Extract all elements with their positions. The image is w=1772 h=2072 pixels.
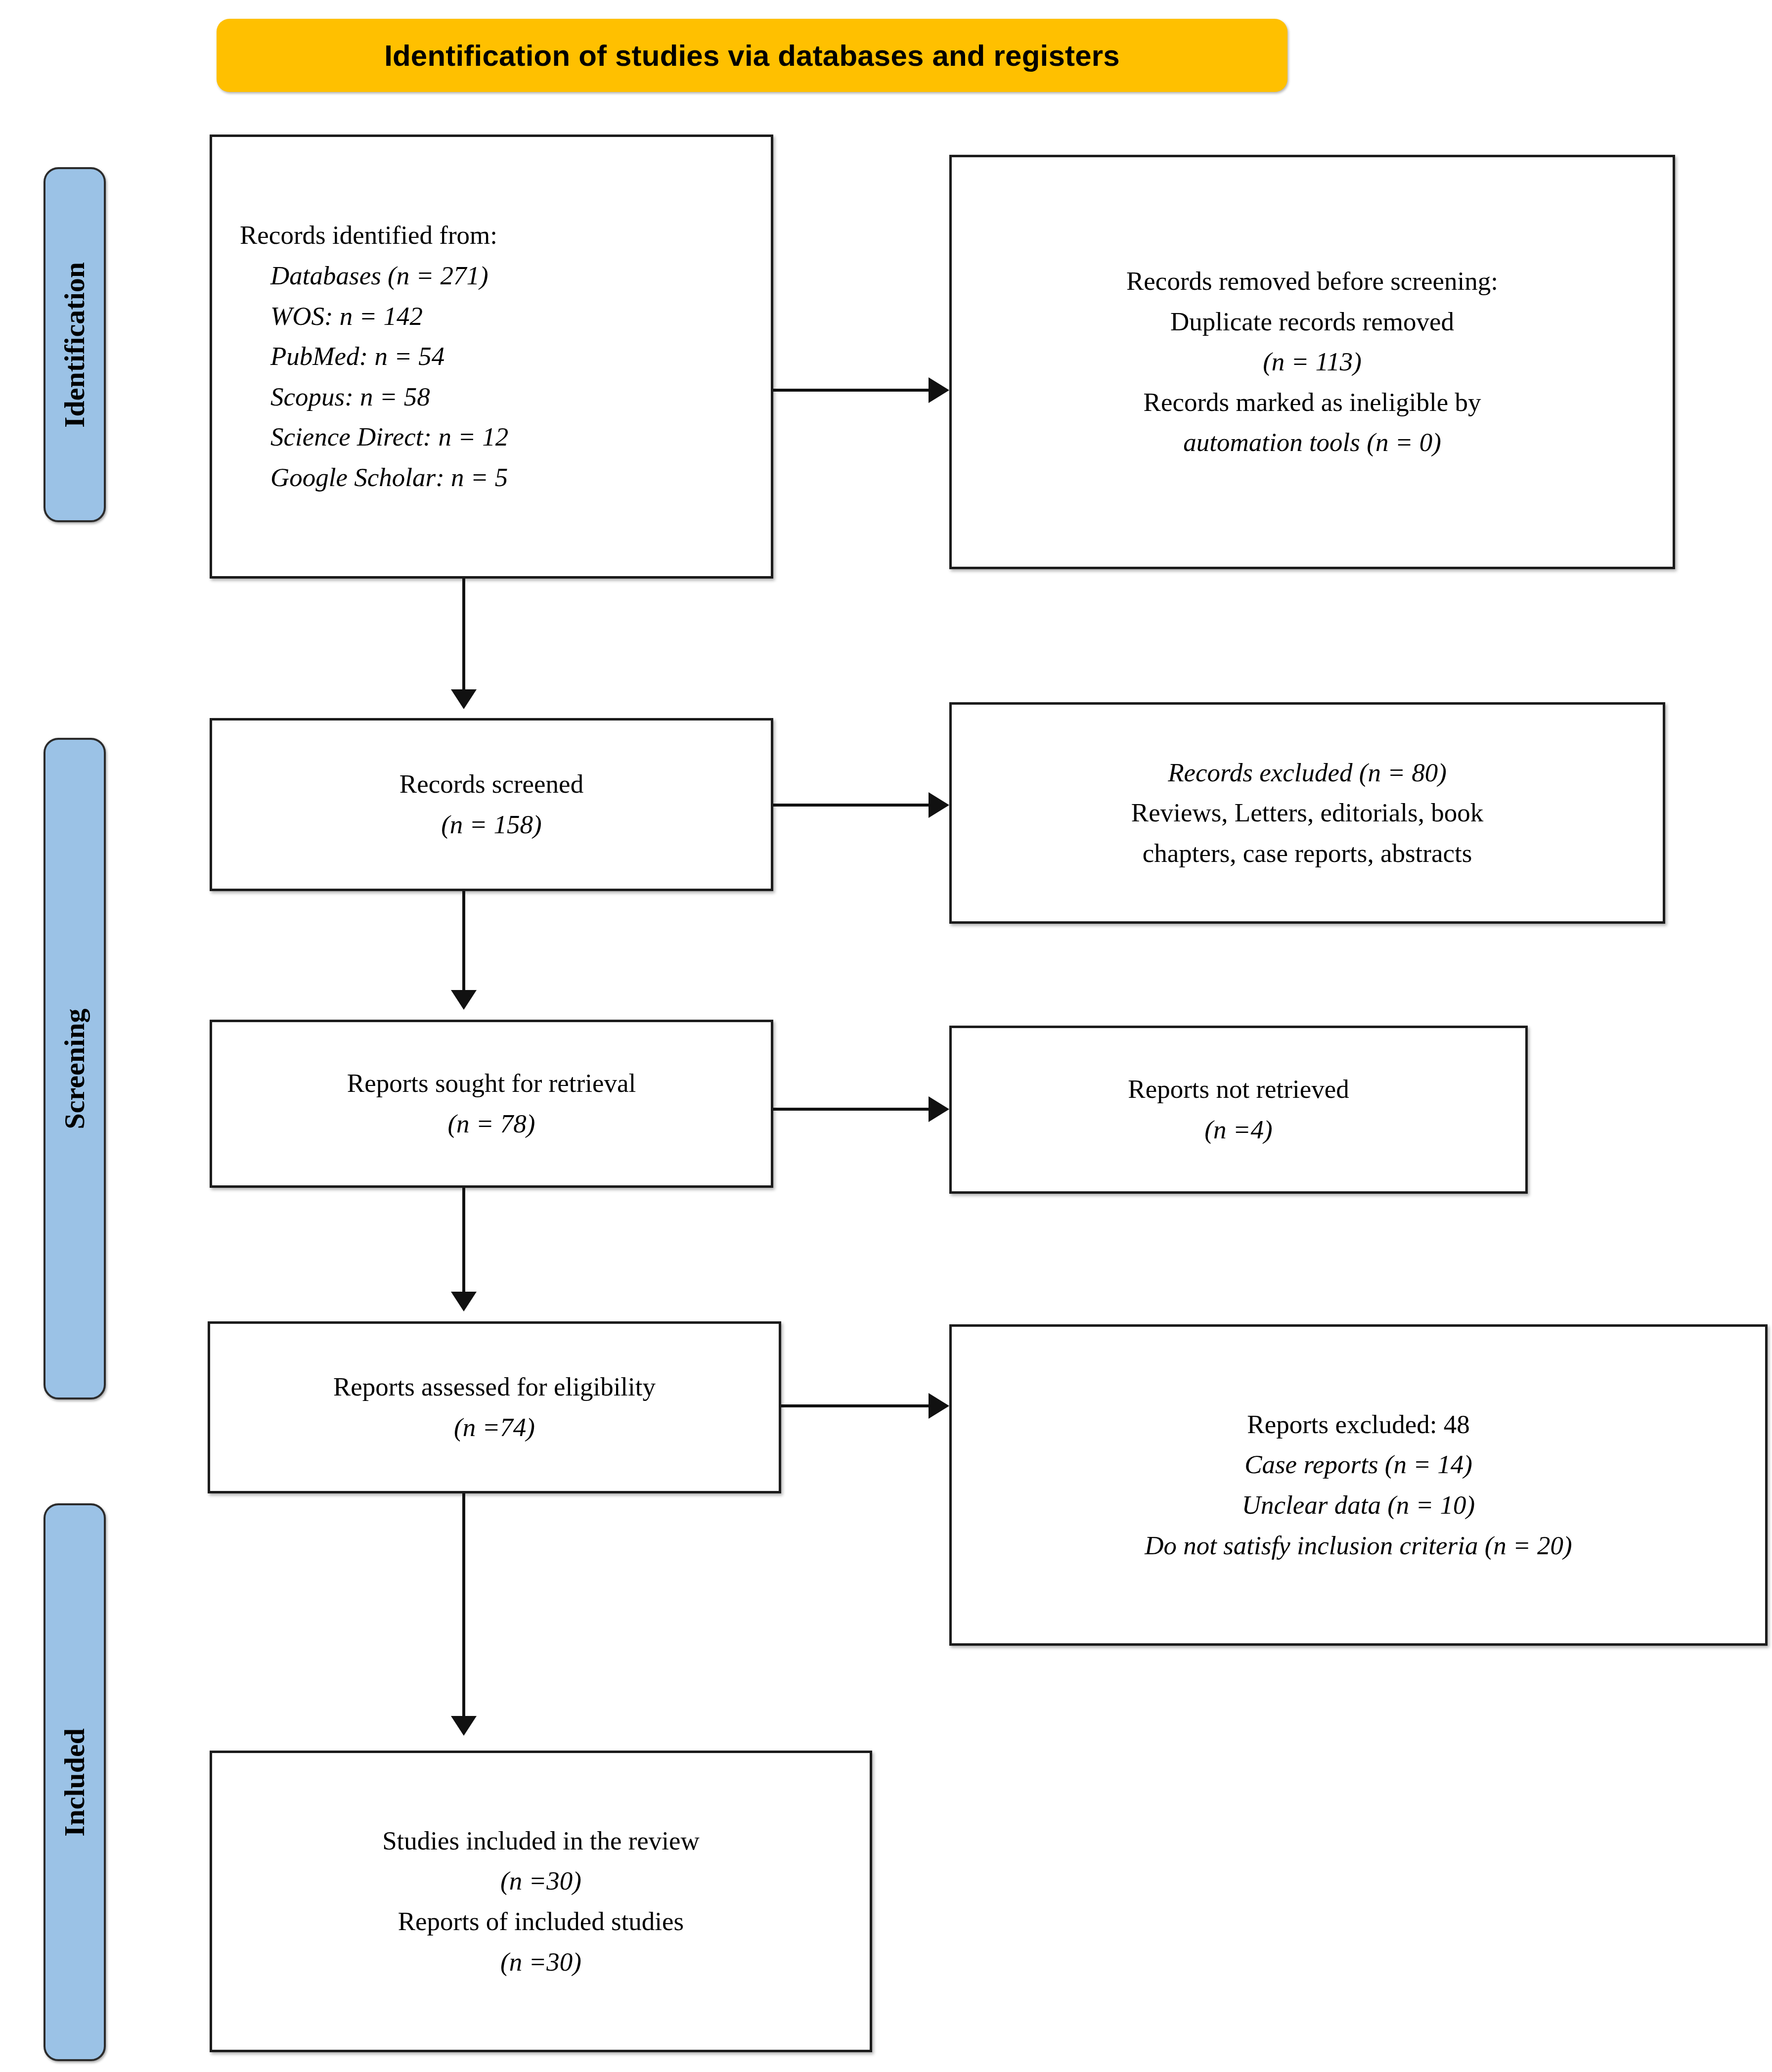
records-screened-count: (n = 158) [212,805,771,845]
connector-sought-to-eligibility [462,1188,465,1293]
records-screened-label: Records screened [212,764,771,805]
connector-screened-to-excluded [773,804,931,807]
records-removed-automation-count: automation tools (n = 0) [952,422,1673,463]
records-identified-pubmed: PubMed: n = 54 [240,336,444,377]
reports-assessed-count: (n =74) [210,1407,779,1448]
reports-excluded-case-reports: Case reports (n = 14) [952,1444,1765,1485]
records-identified-science-direct: Science Direct: n = 12 [240,417,508,457]
connector-eligibility-to-included [462,1493,465,1717]
records-excluded-count: Records excluded (n = 80) [952,753,1663,793]
connector-identified-to-removed [773,389,931,392]
reports-sought-label: Reports sought for retrieval [212,1063,771,1104]
reports-excluded-unclear-data: Unclear data (n = 10) [952,1485,1765,1526]
box-records-screened: Records screened (n = 158) [210,718,773,891]
connector-screened-to-sought [462,891,465,991]
studies-included-label: Studies included in the review [212,1821,870,1861]
records-removed-duplicates-label: Duplicate records removed [952,302,1673,342]
records-removed-heading: Records removed before screening: [952,261,1673,302]
stage-rail-identification: Identification [44,167,106,522]
stage-rail-included: Included [44,1503,106,2061]
connector-eligibility-to-excluded [781,1404,931,1407]
box-records-identified: Records identified from: Databases (n = … [210,135,773,579]
records-identified-scopus: Scopus: n = 58 [240,377,430,417]
banner-title: Identification of studies via databases … [384,39,1120,73]
reports-of-included-label: Reports of included studies [212,1901,870,1942]
reports-excluded-total: Reports excluded: 48 [952,1404,1765,1445]
records-identified-heading: Records identified from: [240,215,497,256]
arrow-screened-to-excluded [929,792,949,818]
arrow-screened-to-sought [451,990,477,1010]
box-records-excluded: Records excluded (n = 80) Reviews, Lette… [949,702,1665,924]
records-identified-google-scholar: Google Scholar: n = 5 [240,457,508,498]
records-identified-databases: Databases (n = 271) [240,256,488,296]
header-banner: Identification of studies via databases … [217,19,1287,92]
stage-label-identification: Identification [58,262,91,427]
reports-of-included-count: (n =30) [212,1942,870,1982]
box-reports-assessed: Reports assessed for eligibility (n =74) [208,1321,781,1493]
records-removed-duplicates-count: (n = 113) [952,342,1673,382]
arrow-eligibility-to-included [451,1716,477,1736]
box-records-removed: Records removed before screening: Duplic… [949,155,1675,569]
records-excluded-reason-1: Reviews, Letters, editorials, book [952,793,1663,833]
box-reports-sought: Reports sought for retrieval (n = 78) [210,1020,773,1188]
connector-identified-to-screened [462,579,465,690]
reports-not-retrieved-count: (n =4) [952,1110,1525,1150]
arrow-identified-to-screened [451,689,477,709]
studies-included-count: (n =30) [212,1861,870,1901]
stage-label-screening: Screening [58,1008,91,1129]
arrow-sought-to-eligibility [451,1292,477,1311]
arrow-sought-to-not-retrieved [929,1096,949,1122]
reports-sought-count: (n = 78) [212,1104,771,1144]
reports-not-retrieved-label: Reports not retrieved [952,1069,1525,1110]
reports-excluded-inclusion-criteria: Do not satisfy inclusion criteria (n = 2… [952,1526,1765,1566]
stage-rail-screening: Screening [44,738,106,1399]
arrow-identified-to-removed [929,377,949,403]
box-reports-excluded: Reports excluded: 48 Case reports (n = 1… [949,1324,1768,1646]
records-identified-wos: WOS: n = 142 [240,296,423,337]
arrow-eligibility-to-excluded [929,1393,949,1419]
box-reports-not-retrieved: Reports not retrieved (n =4) [949,1026,1528,1194]
box-studies-included: Studies included in the review (n =30) R… [210,1751,872,2052]
records-removed-ineligible-label: Records marked as ineligible by [952,382,1673,423]
reports-assessed-label: Reports assessed for eligibility [210,1367,779,1407]
records-excluded-reason-2: chapters, case reports, abstracts [952,833,1663,874]
stage-label-included: Included [58,1728,91,1836]
connector-sought-to-not-retrieved [773,1108,931,1111]
